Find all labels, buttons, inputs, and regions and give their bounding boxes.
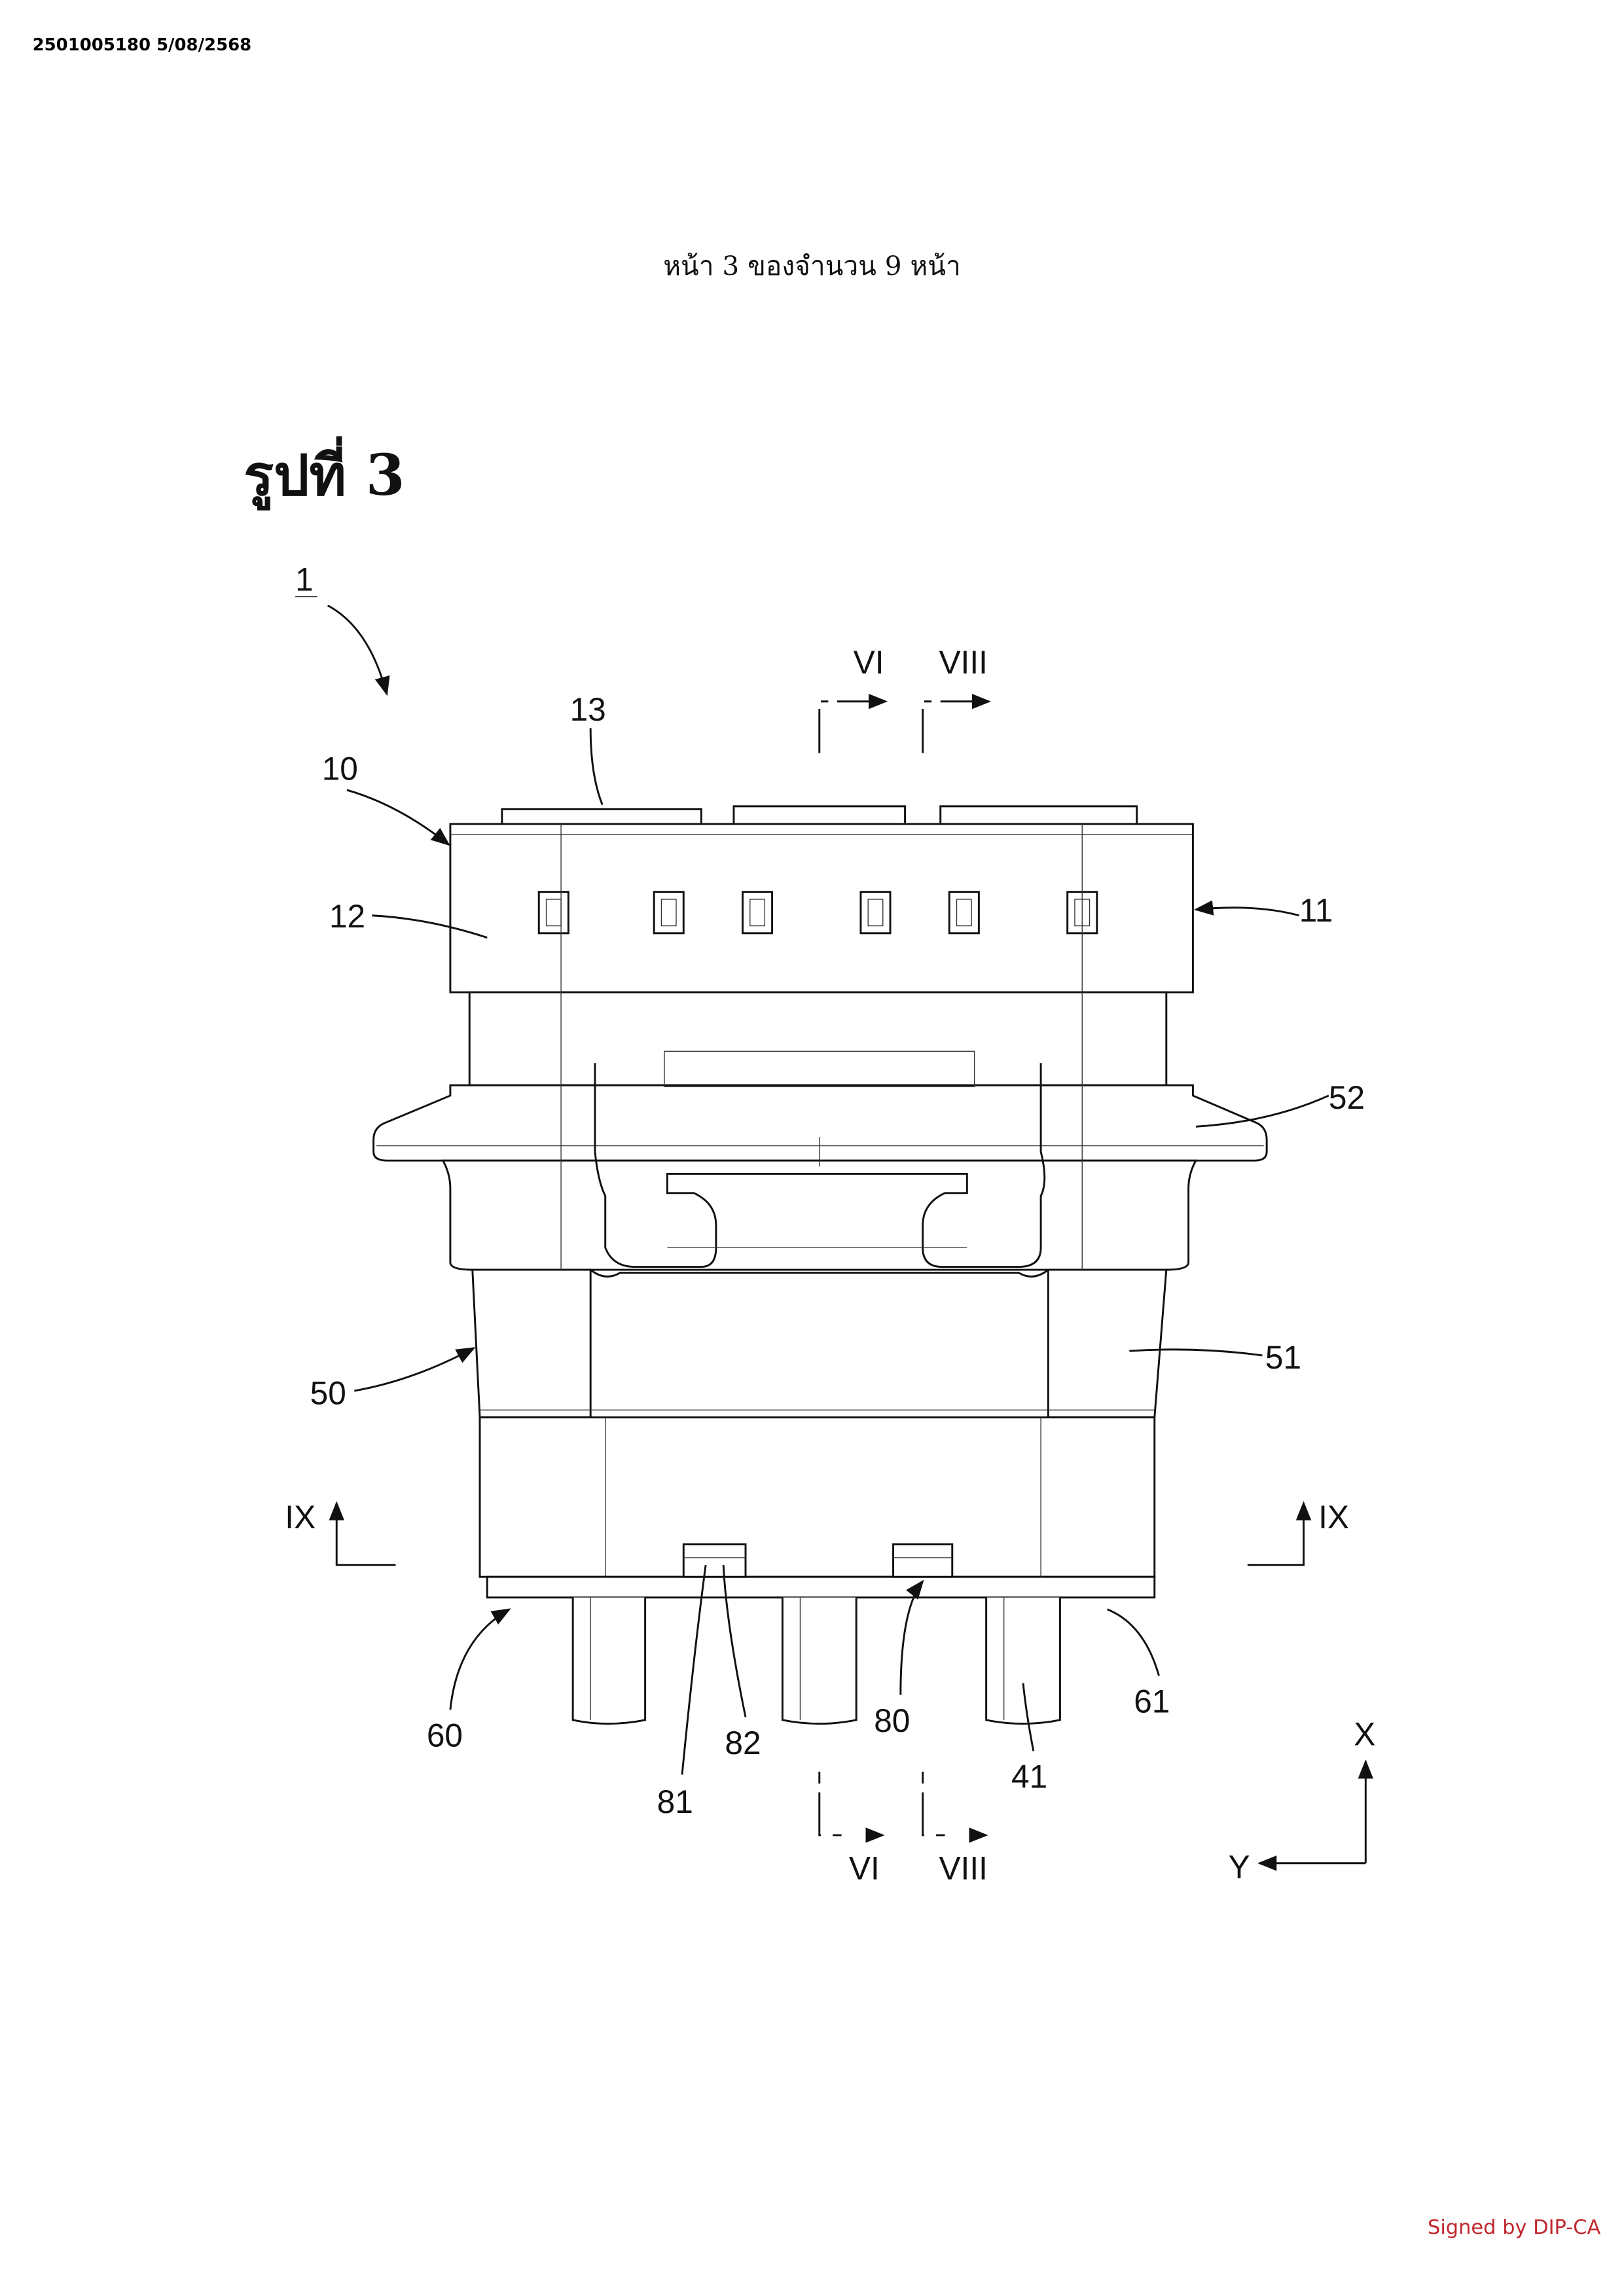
section-mark-ix-right: IX <box>1318 1499 1349 1535</box>
section-mark-vi-bottom: VI <box>849 1850 880 1887</box>
ref-13: 13 <box>570 691 606 728</box>
ref-81: 81 <box>657 1784 693 1820</box>
ref-82: 82 <box>725 1725 761 1761</box>
notch <box>893 1545 952 1577</box>
document-id-header: 2501005180 5/08/2568 <box>33 35 252 55</box>
ref-80: 80 <box>874 1702 910 1739</box>
ref-51: 51 <box>1265 1339 1301 1376</box>
digital-signature-note: Signed by DIP-CA <box>1428 2216 1600 2239</box>
section-mark-viii-top: VIII <box>939 644 987 681</box>
ref-41: 41 <box>1011 1759 1047 1795</box>
page-indicator: หน้า 3 ของจำนวน 9 หน้า <box>663 250 961 281</box>
section-mark-ix-left: IX <box>285 1499 316 1535</box>
ref-52: 52 <box>1329 1079 1365 1116</box>
bottom-flange <box>487 1577 1154 1598</box>
ref-61: 61 <box>1134 1683 1170 1720</box>
notch <box>683 1545 746 1577</box>
top-tabs <box>502 806 1137 824</box>
ref-1: 1 <box>295 562 314 598</box>
ref-10: 10 <box>322 750 358 787</box>
ref-50: 50 <box>310 1374 346 1411</box>
ref-60: 60 <box>427 1717 463 1754</box>
ref-11: 11 <box>1299 892 1333 929</box>
figure-title: รูปที่ 3 <box>244 436 405 511</box>
axis-x-label: X <box>1354 1715 1375 1752</box>
axis-indicator: X Y <box>1229 1715 1376 1885</box>
device-drawing <box>374 806 1267 1724</box>
axis-y-label: Y <box>1229 1848 1250 1885</box>
section-mark-viii-bottom: VIII <box>939 1850 987 1887</box>
ref-12: 12 <box>329 898 365 935</box>
flange <box>374 1085 1267 1160</box>
pins <box>573 1598 1060 1724</box>
section-mark-vi-top: VI <box>854 644 884 681</box>
